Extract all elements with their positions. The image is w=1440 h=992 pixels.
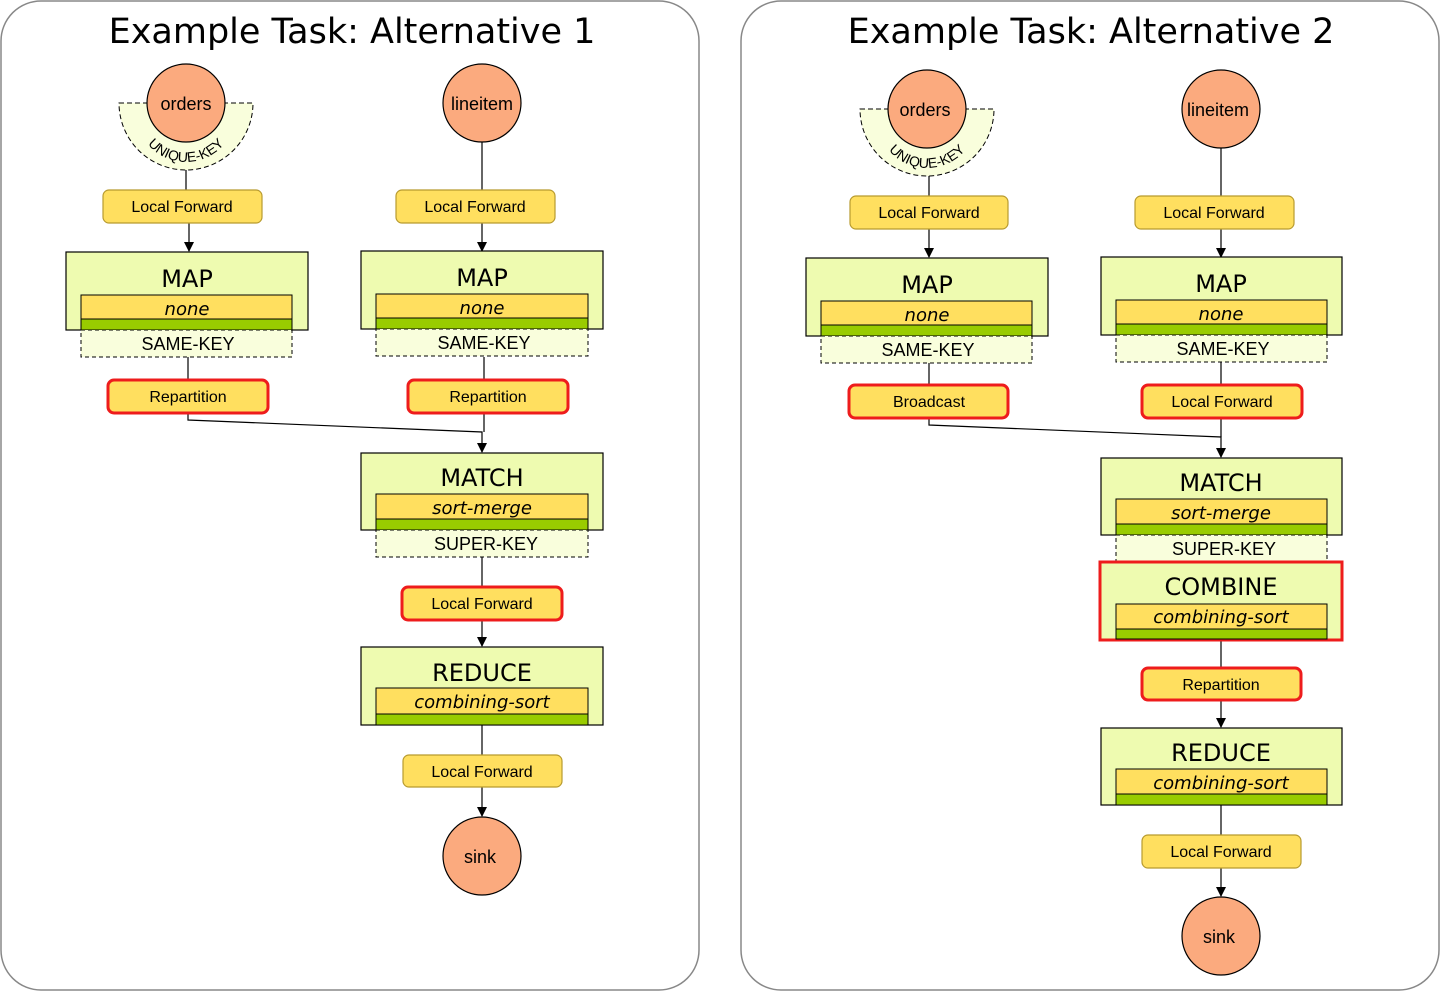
ship-repartition-highlighted (1140, 666, 1303, 702)
panel-frame (0, 0, 700, 991)
ship-label: Repartition (149, 389, 226, 406)
property-box (1115, 334, 1328, 363)
operator-name: REDUCE (1171, 739, 1271, 767)
strategy-box (1115, 768, 1328, 795)
strategy-box (1115, 498, 1328, 525)
property-label: SAME-KEY (1176, 339, 1269, 359)
operator-name: MAP (1195, 270, 1247, 298)
lineitem-label: lineitem (1187, 100, 1249, 120)
ship-local-forward (402, 754, 563, 788)
orders-source-node (887, 69, 967, 149)
operator-name: COMBINE (1164, 573, 1277, 601)
ship-local-forward (1141, 834, 1302, 869)
strategy-bar (1115, 628, 1328, 640)
strategy-box (375, 293, 589, 319)
operator-name: MAP (901, 271, 953, 299)
ship-repartition-highlighted (406, 378, 570, 415)
panel-title: Example Task: Alternative 1 (109, 12, 596, 52)
edge (187, 414, 487, 453)
strategy-bar (820, 324, 1033, 337)
strategy-label: none (460, 298, 505, 319)
strategy-label: sort-merge (1171, 503, 1271, 524)
strategy-bar (375, 317, 589, 330)
ship-label: Local Forward (131, 199, 232, 216)
strategy-bar (375, 713, 589, 726)
sink-label: sink (1203, 927, 1236, 947)
ship-label: Local Forward (878, 205, 979, 222)
ship-local-forward-highlighted (400, 585, 564, 622)
orders-label: orders (160, 94, 211, 114)
panel-title: Example Task: Alternative 2 (848, 12, 1335, 52)
ship-repartition-highlighted (106, 378, 270, 415)
strategy-label: combining-sort (1153, 773, 1289, 794)
property-box (820, 335, 1033, 364)
strategy-box (1115, 299, 1328, 325)
ship-label: Local Forward (1163, 205, 1264, 222)
ship-label: Repartition (1182, 677, 1259, 694)
ship-label: Local Forward (1171, 394, 1272, 411)
strategy-bar (1115, 793, 1328, 806)
ship-label: Local Forward (424, 199, 525, 216)
sink-node (442, 816, 522, 896)
strategy-bar (375, 518, 589, 531)
strategy-label: none (905, 305, 950, 326)
strategy-label: combining-sort (1153, 607, 1289, 628)
lineitem-source-node (442, 63, 522, 143)
ship-label: Broadcast (893, 394, 966, 411)
strategy-label: combining-sort (414, 692, 550, 713)
ship-local-forward (849, 195, 1009, 230)
property-box (1115, 534, 1328, 563)
panel-alternative-1: Example Task: Alternative 1 UNIQUE-KEY o… (0, 0, 700, 991)
panel-alternative-2: Example Task: Alternative 2 UNIQUE-KEY o… (740, 0, 1440, 991)
operator-name: MAP (456, 264, 508, 292)
strategy-label: sort-merge (432, 498, 532, 519)
ship-broadcast-highlighted (847, 383, 1010, 420)
lineitem-source-node (1181, 69, 1261, 149)
orders-source-node (146, 63, 226, 143)
operator-name: MATCH (440, 464, 523, 492)
operator-name: REDUCE (432, 659, 532, 687)
property-label: SAME-KEY (881, 340, 974, 360)
ship-local-forward (395, 189, 556, 224)
strategy-label: none (1199, 304, 1244, 325)
ship-local-forward-highlighted (1140, 383, 1304, 420)
property-label: SUPER-KEY (1172, 539, 1276, 559)
property-label: SAME-KEY (437, 333, 530, 353)
ship-label: Repartition (449, 389, 526, 406)
operator-name: MATCH (1179, 469, 1262, 497)
edge (928, 419, 1226, 458)
sink-label: sink (464, 847, 497, 867)
strategy-box (375, 687, 589, 715)
property-box (375, 328, 589, 357)
lineitem-label: lineitem (451, 94, 513, 114)
sink-node (1181, 896, 1261, 976)
property-box (375, 529, 589, 558)
ship-label: Local Forward (431, 596, 532, 613)
orders-label: orders (899, 100, 950, 120)
strategy-label: none (165, 299, 210, 320)
ship-local-forward (1134, 195, 1295, 230)
ship-local-forward (102, 189, 263, 224)
ship-label: Local Forward (1170, 844, 1271, 861)
ship-label: Local Forward (431, 764, 532, 781)
property-box (80, 329, 293, 358)
strategy-box (820, 300, 1033, 326)
strategy-box (1115, 603, 1328, 630)
strategy-box (375, 493, 589, 520)
strategy-bar (1115, 523, 1328, 536)
property-label: SUPER-KEY (434, 534, 538, 554)
operator-name: MAP (161, 265, 213, 293)
strategy-bar (80, 318, 293, 331)
property-label: SAME-KEY (141, 334, 234, 354)
strategy-bar (1115, 323, 1328, 336)
